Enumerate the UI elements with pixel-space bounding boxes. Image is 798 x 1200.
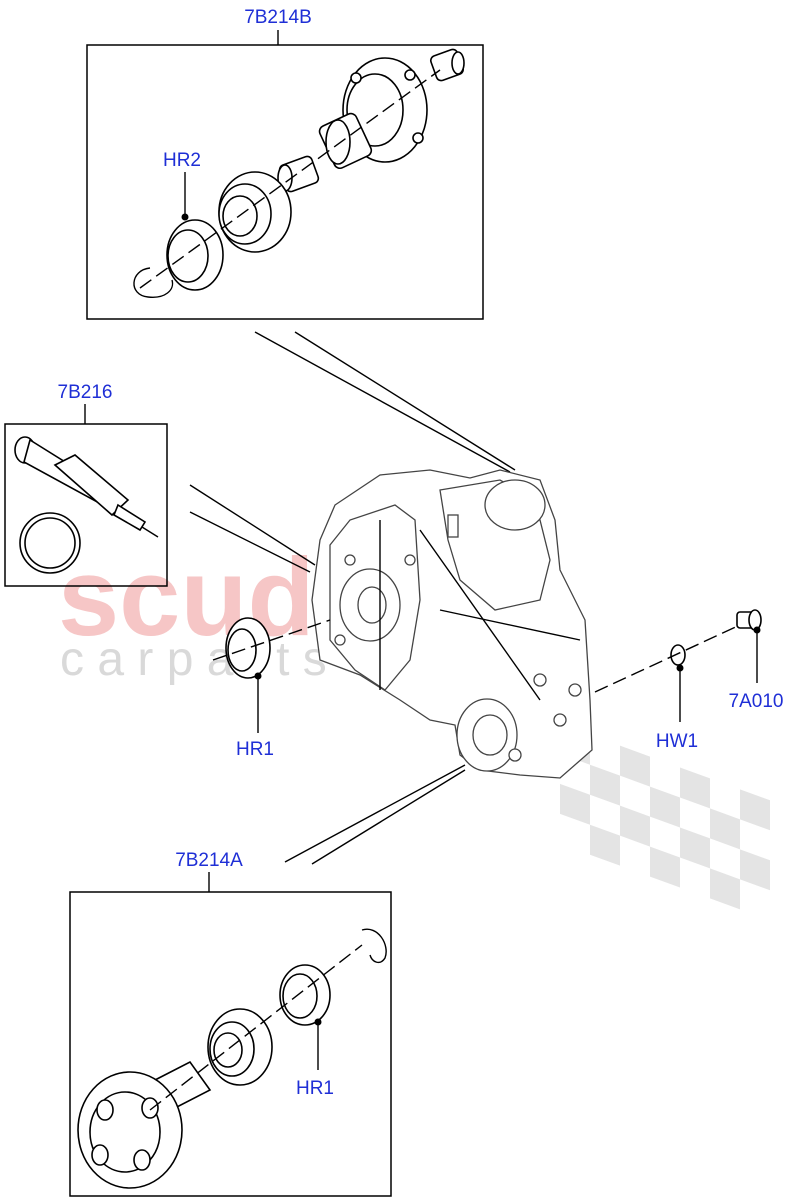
seal-hr1-left-icon — [225, 617, 271, 679]
transfer-case-icon — [311, 469, 593, 779]
callout-label-hr1-lower[interactable]: HR1 — [296, 1078, 334, 1099]
callout-label-hr2[interactable]: HR2 — [163, 150, 201, 171]
callout-label-7b214b[interactable]: 7B214B — [244, 7, 312, 28]
callout-box-lower — [69, 891, 392, 1197]
output-flange-icon — [318, 57, 428, 170]
bearing-lower-icon — [207, 1008, 273, 1086]
callout-box-upper — [86, 44, 484, 320]
callout-box-left — [4, 423, 168, 587]
sealant-tube-icon — [14, 436, 159, 538]
washer-hw1-icon — [670, 644, 686, 666]
sleeve-icon — [430, 48, 465, 82]
seal-hr2-icon — [166, 219, 224, 291]
circlip-icon — [133, 267, 174, 298]
box-7b216: 7B216 — [4, 382, 168, 587]
callout-label-hr1-left[interactable]: HR1 — [236, 739, 274, 760]
output-shaft-icon — [77, 1060, 212, 1189]
box-7b214b: 7B214B — [86, 7, 484, 320]
callout-label-7b216[interactable]: 7B216 — [58, 382, 113, 403]
o-ring-icon — [19, 512, 81, 574]
watermark-subtext: c a r p a r t s — [60, 633, 327, 686]
bearing-icon — [218, 171, 292, 253]
box-7b214a: 7B214A HR1 — [69, 850, 392, 1197]
seal-hr1-lower-icon — [279, 964, 331, 1026]
callout-label-hw1[interactable]: HW1 — [656, 731, 698, 752]
callout-label-7a010[interactable]: 7A010 — [729, 691, 784, 712]
circlip-lower-icon — [361, 928, 387, 964]
watermark-checker-flag — [560, 723, 770, 910]
callout-label-7b214a[interactable]: 7B214A — [175, 850, 243, 871]
